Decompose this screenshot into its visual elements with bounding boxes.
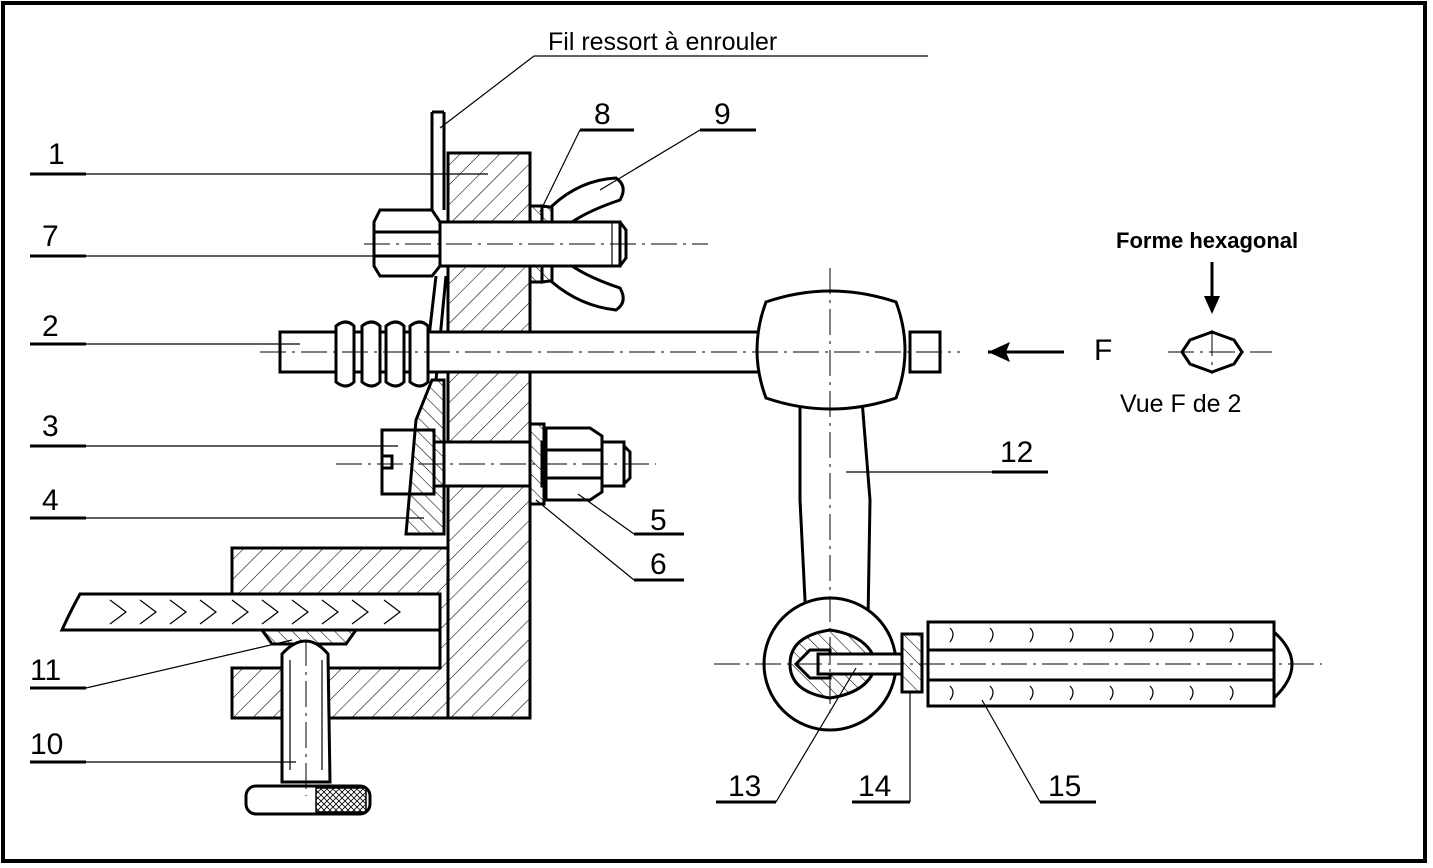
part-number-4: 4 — [42, 484, 59, 517]
part-11-pad — [259, 628, 359, 646]
spring-wire-callout: Fil ressort à enrouler — [439, 28, 928, 129]
callout-4: 4 — [30, 484, 424, 520]
view-caption: Vue F de 2 — [1120, 390, 1241, 418]
part-10-clamp-screw — [244, 639, 372, 816]
part-number-3: 3 — [42, 410, 59, 443]
callout-1: 1 — [30, 138, 488, 176]
callout-15: 15 — [981, 699, 1096, 804]
part-9-wing-nut — [540, 176, 625, 312]
callout-5: 5 — [577, 493, 684, 537]
part-number-12: 12 — [1000, 436, 1033, 469]
part-number-15: 15 — [1048, 770, 1081, 803]
callout-10: 10 — [30, 728, 296, 764]
hexagon-view: Forme hexagonal Vue F de 2 — [1116, 228, 1298, 418]
part-number-6: 6 — [650, 548, 667, 581]
callout-14: 14 — [852, 692, 911, 804]
callout-9: 9 — [599, 98, 756, 191]
part-number-2: 2 — [42, 310, 59, 343]
part-number-8: 8 — [594, 98, 611, 131]
center-lines — [260, 243, 1322, 796]
arrow-letter: F — [1094, 334, 1112, 367]
callout-7: 7 — [30, 220, 400, 258]
callout-2: 2 — [30, 310, 300, 346]
part-number-14: 14 — [858, 770, 891, 803]
part-number-11: 11 — [30, 654, 61, 687]
part-8-washer — [528, 204, 544, 284]
view-arrow-f: F — [988, 334, 1112, 367]
callout-12: 12 — [846, 436, 1048, 474]
part-number-10: 10 — [30, 728, 63, 761]
callout-8: 8 — [539, 98, 634, 213]
wood-board — [59, 592, 442, 632]
part-number-1: 1 — [48, 138, 65, 171]
callout-13: 13 — [716, 667, 857, 804]
callout-6: 6 — [535, 499, 684, 582]
callout-11: 11 — [30, 639, 293, 690]
part-4-wedge — [404, 378, 446, 536]
spring-wire-label: Fil ressort à enrouler — [548, 28, 777, 56]
part-number-7: 7 — [42, 220, 59, 253]
callout-3: 3 — [30, 410, 398, 448]
part-number-9: 9 — [714, 98, 731, 131]
part-number-13: 13 — [728, 770, 761, 803]
part-number-5: 5 — [650, 504, 667, 537]
view-title: Forme hexagonal — [1116, 228, 1298, 253]
part-14-washer — [900, 632, 924, 694]
